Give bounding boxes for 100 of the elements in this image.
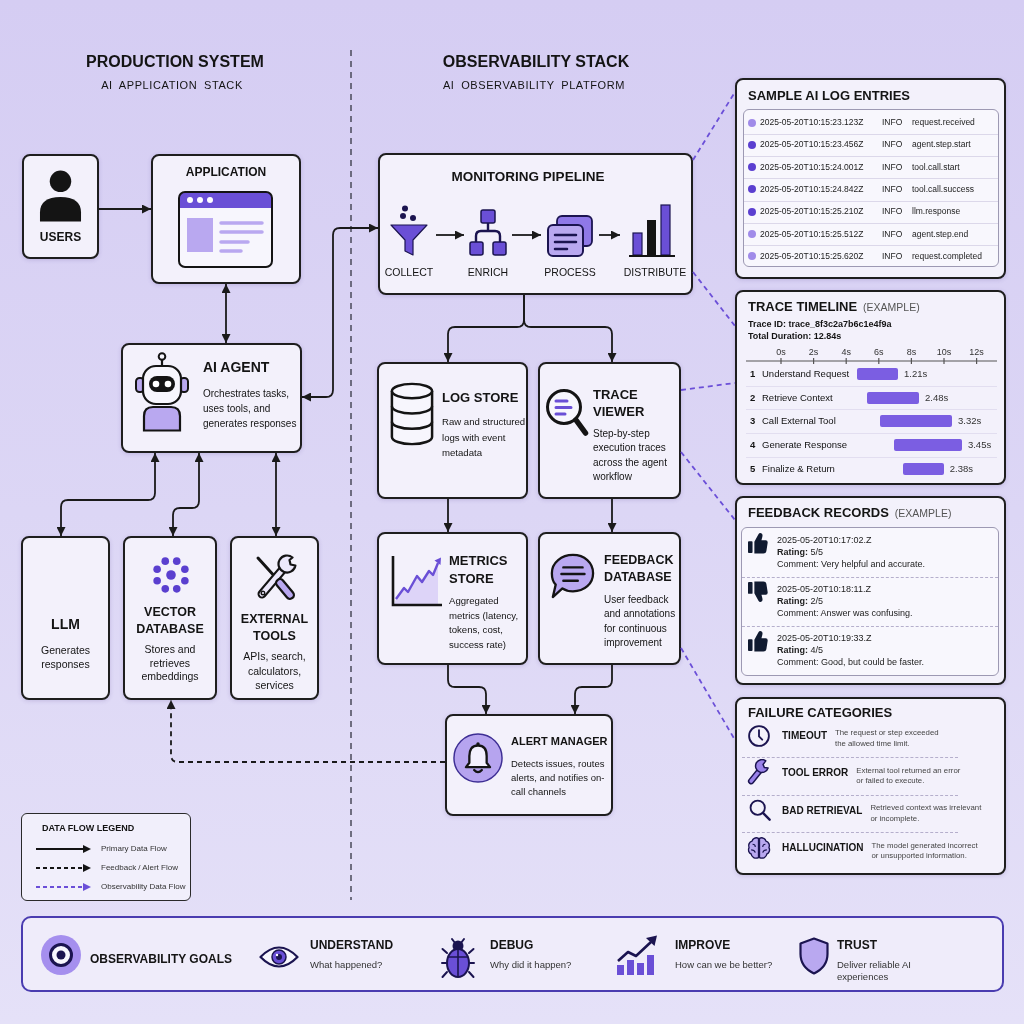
arrow (523, 294, 617, 363)
dashed-connector-line (680, 382, 736, 391)
log-event: agent.step.start (912, 139, 971, 150)
axis-tick-label: 12s (969, 346, 984, 358)
node-title: MONITORING PIPELINE (451, 168, 605, 186)
log-timestamp: 2025-05-20T10:15:25.620Z (760, 250, 864, 262)
arrow (98, 204, 152, 214)
node-description: Detects issues, routes alerts, and notifies on-call channels (511, 757, 606, 799)
feedback-timestamp: 2025-05-20T10:19:33.Z (777, 632, 872, 644)
store-card (377, 532, 528, 665)
step-name: Call External Tool (762, 415, 836, 428)
feedback-rating: Rating: 4/5 (777, 644, 823, 657)
store-card (538, 532, 681, 665)
log-event: llm.response (912, 206, 961, 217)
log-timestamp: 2025-05-20T10:15:24.842Z (760, 183, 864, 195)
panel-heading: FEEDBACK RECORDS (748, 505, 889, 522)
legend-label: Feedback / Alert Flow (101, 863, 178, 873)
node-title: APPLICATION (185, 165, 267, 180)
node-description: Generates responses (40, 643, 91, 671)
axis-tick-label: 4s (841, 346, 851, 358)
section-heading: PRODUCTION SYSTEM (86, 52, 264, 72)
dashed-connector-line (680, 451, 736, 521)
log-event: request.completed (912, 250, 982, 262)
log-event: tool.call.start (912, 161, 960, 173)
trace-id: Trace ID: trace_8f3c2a7b6c1e4f9a (748, 318, 892, 330)
arrow (447, 664, 491, 715)
step-duration: 2.38s (949, 462, 974, 475)
log-event: tool.call.success (912, 183, 974, 195)
step-duration: 3.45s (967, 439, 992, 451)
failure-name: TIMEOUT (782, 729, 827, 742)
failure-name: TOOL ERROR (782, 767, 849, 780)
panel-heading: TRACE TIMELINE (748, 299, 858, 316)
panel-heading: SAMPLE AI LOG ENTRIES (748, 88, 911, 105)
log-timestamp: 2025-05-20T10:15:23.123Z (760, 117, 864, 128)
double-arrow (56, 452, 160, 537)
arrow (598, 230, 621, 240)
arrow (607, 498, 617, 533)
arrow (435, 230, 465, 240)
feedback-comment: Comment: Answer was confusing. (777, 608, 913, 620)
dashed-connector-line (680, 647, 736, 741)
step-name: Understand Request (762, 368, 850, 380)
goals-banner (21, 916, 1004, 992)
panel-heading: FAILURE CATEGORIES (748, 705, 893, 722)
goal-description: What happened? (310, 958, 383, 971)
log-level: INFO (882, 250, 903, 262)
agent-card (121, 343, 302, 453)
example-tag: (EXAMPLE) (863, 300, 920, 314)
feedback-comment: Comment: Good, but could be faster. (777, 657, 925, 669)
arrow (443, 498, 453, 533)
node-description: Orchestrates tasks, uses tools, and generates responses (203, 387, 298, 431)
goal-description: How can we be better? (675, 958, 773, 971)
legend-label: Observability Data Flow (101, 882, 186, 892)
node-description: APIs, search, calculators, services (242, 649, 307, 693)
feedback-comment: Comment: Very helpful and accurate. (777, 559, 926, 571)
section-heading: OBSERVABILITY STACK (442, 52, 630, 72)
node-description: Stores and retrieves embeddings (140, 643, 200, 684)
step-duration: 1.21s (904, 368, 928, 380)
feedback-timestamp: 2025-05-20T10:18:11.Z (777, 583, 871, 595)
legend-label: Primary Data Flow (101, 844, 167, 854)
node-description: Raw and structured logs with event metadata (442, 415, 526, 460)
step-label: ENRICH (467, 266, 509, 280)
legend-title: DATA FLOW LEGEND (42, 822, 135, 834)
step-number: 3 (750, 415, 756, 428)
total-duration: Total Duration: 12.84s (748, 331, 842, 343)
step-label: PROCESS (544, 266, 596, 280)
node-title: TRACE VIEWER (593, 386, 646, 420)
log-level: INFO (882, 228, 903, 240)
goal-description: Deliver reliable AI experiences (837, 958, 912, 984)
log-timestamp: 2025-05-20T10:15:23.456Z (760, 139, 864, 150)
log-level: INFO (882, 117, 903, 128)
step-duration: 3.32s (958, 415, 982, 428)
arrow (570, 664, 613, 715)
node-title: ALERT MANAGER (511, 735, 608, 749)
axis-tick-label: 10s (936, 346, 952, 358)
timeline-panel (735, 290, 1006, 485)
goal-description: Why did it happen? (490, 958, 572, 971)
axis-tick-label: 6s (874, 346, 884, 358)
node-description: Aggregated metrics (latency, tokens, cost, success rate) (449, 594, 520, 652)
arrow (511, 230, 542, 240)
log-event: request.received (912, 117, 975, 128)
axis-tick-label: 0s (776, 346, 786, 358)
dashed-connector-line (692, 271, 736, 327)
node-title: METRICS STORE (449, 552, 509, 588)
dashed-arrow (166, 699, 446, 763)
failure-name: HALLUCINATION (782, 842, 864, 855)
step-name: Generate Response (762, 439, 848, 451)
component-card (21, 536, 110, 700)
feedback-rating: Rating: 5/5 (777, 546, 823, 559)
step-name: Finalize & Return (762, 462, 835, 475)
section-subtitle: AI APPLICATION STACK (101, 79, 243, 93)
dashed-connector-line (692, 91, 736, 161)
log-event: agent.step.end (912, 228, 969, 240)
axis-tick-label: 8s (906, 346, 917, 358)
step-number: 2 (750, 391, 756, 404)
feedback-panel (735, 496, 1006, 685)
node-title: FEEDBACK DATABASE (604, 552, 675, 586)
store-card (377, 362, 528, 499)
step-label: COLLECT (384, 266, 434, 280)
step-name: Retrieve Context (762, 391, 833, 404)
double-arrow (168, 452, 204, 537)
